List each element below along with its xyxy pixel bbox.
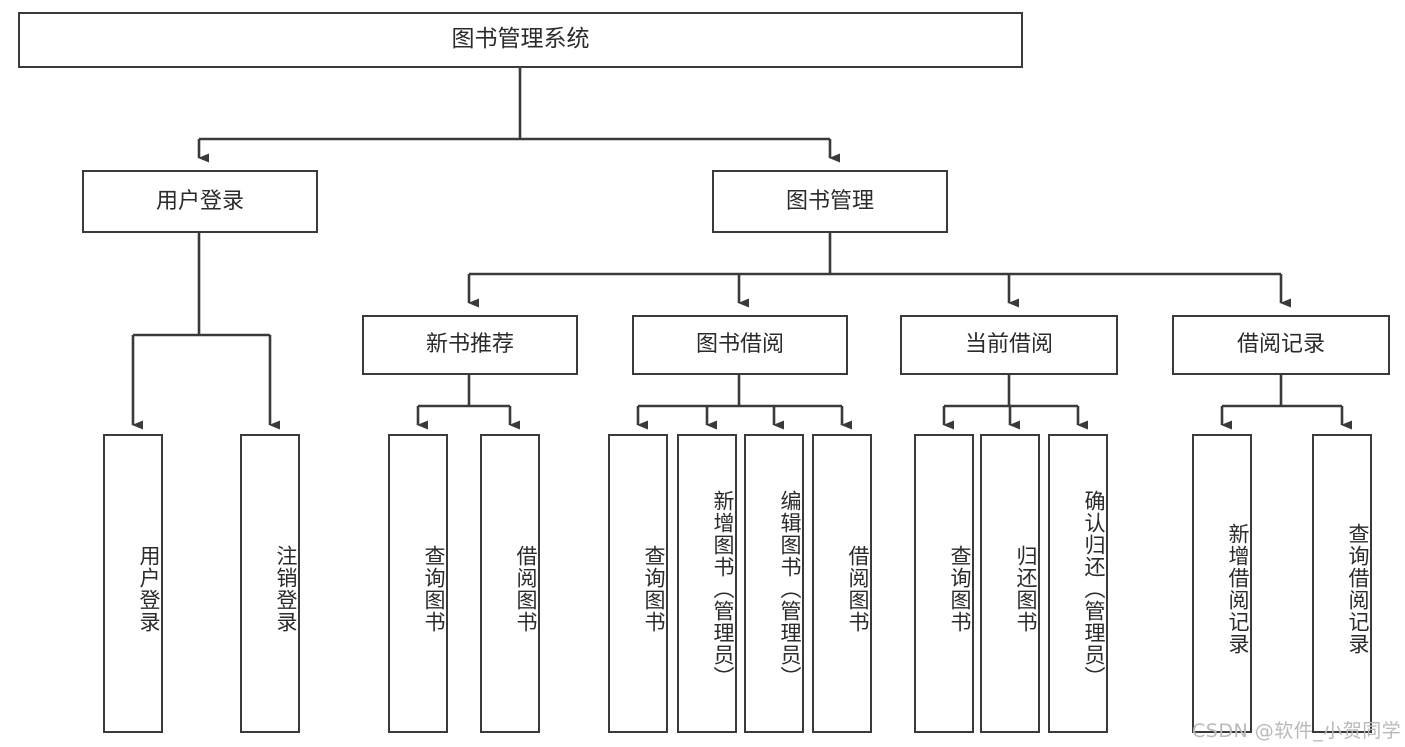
node-label: 查询图书 bbox=[422, 544, 446, 633]
node-root-book-management-system[interactable]: 图书管理系统 bbox=[18, 12, 1023, 68]
node-label: 借阅图书 bbox=[514, 544, 538, 633]
leaf-new-book-borrow[interactable]: 借阅图书 bbox=[480, 434, 540, 733]
node-label: 图书管理系统 bbox=[451, 26, 590, 53]
node-label: 用户登录 bbox=[155, 188, 244, 214]
leaf-record-query-borrow-record[interactable]: 查询借阅记录 bbox=[1312, 434, 1372, 733]
leaf-current-query-book[interactable]: 查询图书 bbox=[914, 434, 974, 733]
node-new-book-recommend[interactable]: 新书推荐 bbox=[362, 315, 578, 375]
node-book-management[interactable]: 图书管理 bbox=[712, 170, 948, 233]
node-current-borrow[interactable]: 当前借阅 bbox=[900, 315, 1118, 375]
watermark-text: CSDN @软件_小贺同学 bbox=[1192, 720, 1402, 742]
leaf-current-return-book[interactable]: 归还图书 bbox=[980, 434, 1040, 733]
node-label: 当前借阅 bbox=[964, 332, 1053, 358]
node-label: 借阅记录 bbox=[1236, 332, 1325, 358]
leaf-borrow-edit-book-admin[interactable]: 编辑图书（管理员） bbox=[744, 434, 804, 733]
node-label: 注销登录 bbox=[274, 544, 298, 633]
csdn-watermark: CSDN @软件_小贺同学 bbox=[1192, 716, 1401, 743]
node-user-login[interactable]: 用户登录 bbox=[82, 170, 318, 233]
node-label: 查询图书 bbox=[948, 544, 972, 633]
node-label: 新增借阅记录 bbox=[1226, 522, 1250, 655]
node-borrow-record[interactable]: 借阅记录 bbox=[1172, 315, 1390, 375]
node-label: 用户登录 bbox=[137, 544, 161, 633]
leaf-record-add-borrow-record[interactable]: 新增借阅记录 bbox=[1192, 434, 1252, 733]
node-label: 图书管理 bbox=[785, 188, 874, 214]
node-label: 编辑图书（管理员） bbox=[778, 489, 802, 688]
leaf-user-login-signout[interactable]: 注销登录 bbox=[240, 434, 300, 733]
leaf-borrow-add-book-admin[interactable]: 新增图书（管理员） bbox=[677, 434, 737, 733]
node-label: 新书推荐 bbox=[425, 332, 514, 358]
leaf-user-login-signin[interactable]: 用户登录 bbox=[103, 434, 163, 733]
node-label: 借阅图书 bbox=[846, 544, 870, 633]
node-label: 归还图书 bbox=[1014, 544, 1038, 633]
node-label: 新增图书（管理员） bbox=[711, 489, 735, 688]
node-label: 确认归还（管理员） bbox=[1082, 489, 1106, 688]
leaf-current-confirm-return-admin[interactable]: 确认归还（管理员） bbox=[1048, 434, 1108, 733]
leaf-borrow-query-book[interactable]: 查询图书 bbox=[608, 434, 668, 733]
node-book-borrow[interactable]: 图书借阅 bbox=[632, 315, 848, 375]
leaf-borrow-borrow-book[interactable]: 借阅图书 bbox=[812, 434, 872, 733]
node-label: 图书借阅 bbox=[695, 332, 784, 358]
node-label: 查询图书 bbox=[642, 544, 666, 633]
node-label: 查询借阅记录 bbox=[1346, 522, 1370, 655]
leaf-new-book-query[interactable]: 查询图书 bbox=[388, 434, 448, 733]
